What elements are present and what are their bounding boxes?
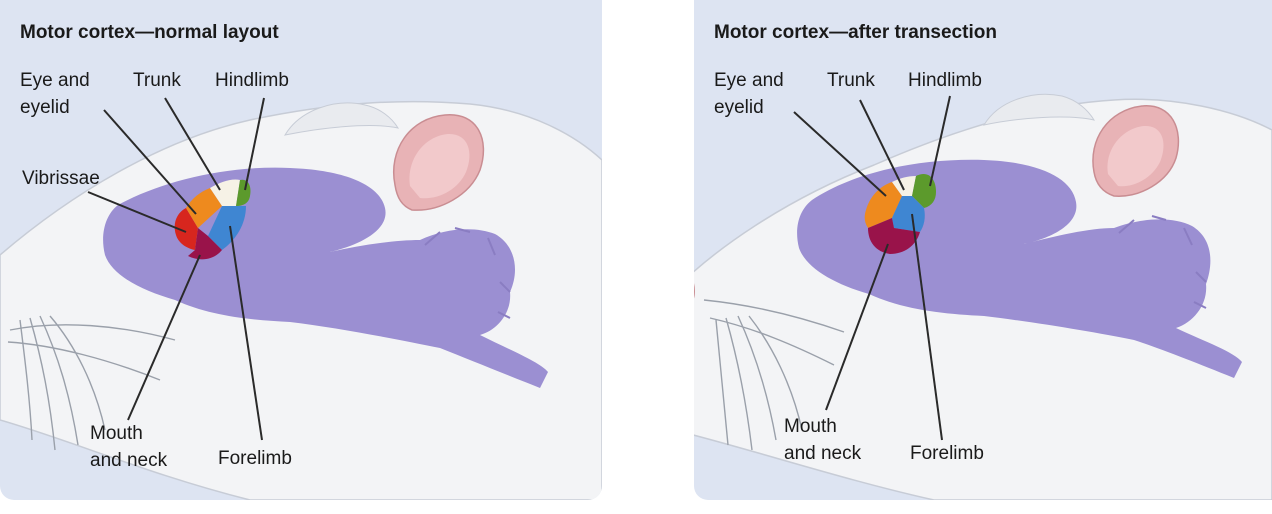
region-vibrissae (174, 208, 198, 250)
region-forelimb (208, 206, 246, 250)
rat-head-illustration (694, 93, 1272, 500)
panel-title: Motor cortex—after transection (714, 22, 997, 43)
rat-back-fur (283, 102, 400, 136)
region-mouth-neck (868, 218, 920, 254)
panel-after-transection: Motor cortex—after transection Eye and e… (694, 0, 1272, 500)
label-hindlimb: Hindlimb (908, 70, 982, 91)
label-hindlimb: Hindlimb (215, 70, 289, 91)
leader-lines (793, 95, 951, 441)
label-trunk: Trunk (827, 70, 875, 91)
label-mouth-neck: Mouth and neck (784, 416, 862, 464)
whiskers (7, 315, 176, 451)
region-hindlimb (236, 179, 251, 206)
panel-title: Motor cortex—normal layout (20, 22, 279, 43)
label-trunk: Trunk (133, 70, 181, 91)
label-mouth-neck: Mouth and neck (90, 423, 168, 471)
region-forelimb (892, 196, 925, 232)
leader-lines (87, 97, 265, 441)
rat-head-illustration (0, 97, 602, 500)
label-forelimb: Forelimb (218, 448, 292, 469)
label-eye-eyelid: Eye and eyelid (714, 70, 784, 118)
rat-back-fur (982, 93, 1096, 126)
label-eye-eyelid: Eye and eyelid (20, 70, 90, 118)
label-forelimb: Forelimb (910, 443, 984, 464)
brain-paw-contour (424, 227, 511, 319)
whiskers (703, 299, 845, 451)
region-eye-eyelid (186, 188, 222, 228)
panel-normal-layout: Motor cortex—normal layout Eye and eyeli… (0, 0, 602, 500)
region-trunk (892, 176, 916, 196)
ear-inner (409, 133, 470, 199)
label-vibrissae: Vibrissae (22, 168, 100, 189)
region-mouth-neck (188, 228, 222, 260)
region-eye-eyelid (864, 182, 902, 228)
ear-inner (1107, 125, 1164, 187)
brain-paw-contour (1118, 215, 1207, 309)
